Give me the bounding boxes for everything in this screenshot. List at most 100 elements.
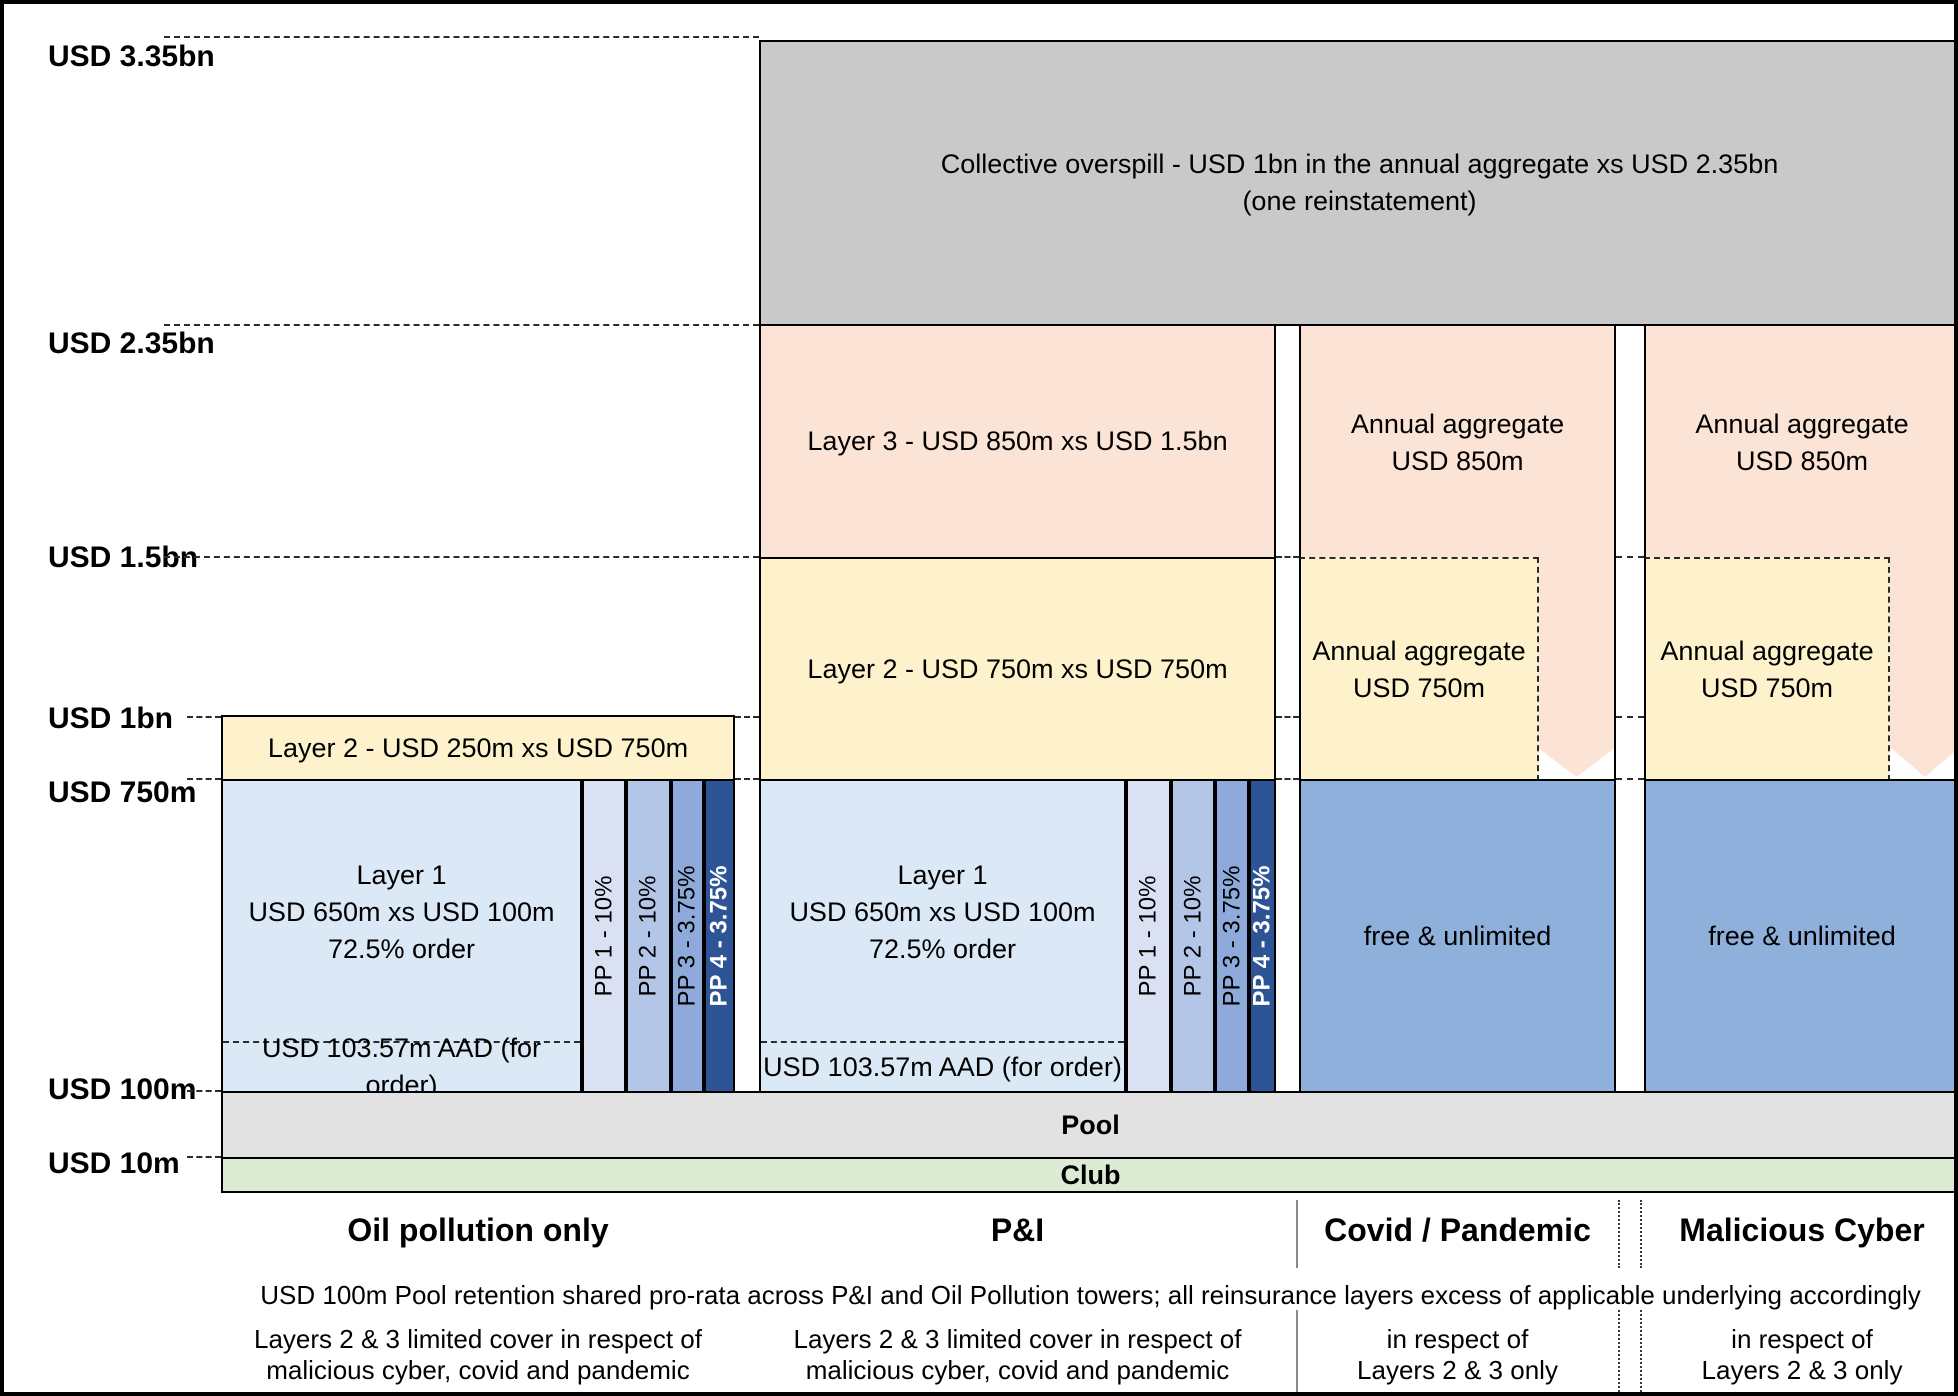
cyber-agg850-box: Annual aggregate USD 850m: [1644, 324, 1954, 559]
gridline-10m-tick: [187, 1156, 221, 1158]
overspill-text-line1: Collective overspill - USD 1bn in the an…: [940, 149, 1779, 179]
gridline-1bn-tick: [1616, 716, 1644, 718]
pool-label: Pool: [1061, 1109, 1120, 1140]
pni-layer1-box: Layer 1 USD 650m xs USD 100m 72.5% order…: [759, 779, 1126, 1093]
covid-footnote-line2: Layers 2 & 3 only: [1357, 1355, 1558, 1385]
oil-aad-label: USD 103.57m AAD (for order): [261, 1033, 542, 1100]
pni-layer1-line2: USD 650m xs USD 100m: [789, 896, 1096, 927]
pni-layer3-box: Layer 3 - USD 850m xs USD 1.5bn: [759, 324, 1276, 559]
cyber-agg850-line2: USD 850m: [1735, 445, 1869, 476]
pni-aad-label: USD 103.57m AAD (for order): [763, 1051, 1122, 1082]
cyber-free-unlimited-label: free & unlimited: [1708, 920, 1896, 951]
covid-column-title: Covid / Pandemic: [1324, 1212, 1591, 1248]
gridline-100m-tick: [187, 1090, 221, 1092]
gridline-3.35bn: [164, 36, 759, 38]
axis-label-usd-2.35bn: USD 2.35bn: [48, 327, 215, 360]
axis-label-usd-10m: USD 10m: [48, 1147, 180, 1180]
cyber-agg750-line1: Annual aggregate: [1660, 636, 1874, 666]
footer-separator-covid-cyber-left: [1618, 1310, 1620, 1392]
gridline-1bn-tick: [735, 716, 759, 718]
covid-free-unlimited-box: free & unlimited: [1299, 779, 1616, 1093]
gridline-1.5bn-tick: [1616, 556, 1644, 558]
footer-separator-pni-covid: [1296, 1200, 1298, 1268]
gridline-1.5bn: [164, 556, 759, 558]
covid-agg850-line2: USD 850m: [1391, 445, 1524, 476]
pool-band: Pool: [221, 1091, 1954, 1159]
covid-free-unlimited-label: free & unlimited: [1363, 920, 1552, 951]
covid-agg750-line2: USD 750m: [1352, 673, 1486, 703]
pni-layer3-label: Layer 3 - USD 850m xs USD 1.5bn: [807, 426, 1228, 456]
oil-column-title: Oil pollution only: [347, 1212, 609, 1248]
pni-layer2-box: Layer 2 - USD 750m xs USD 750m: [759, 557, 1276, 781]
oil-pp4-strip: PP 4 - 3.75%: [704, 779, 735, 1093]
pni-aad-box: USD 103.57m AAD (for order): [761, 1041, 1124, 1091]
gridline-750m-tick: [1616, 778, 1644, 780]
footer-separator-pni-covid: [1296, 1310, 1298, 1392]
cyber-footnote-line1: in respect of: [1731, 1324, 1873, 1354]
club-band: Club: [221, 1157, 1954, 1193]
axis-label-usd-1bn: USD 1bn: [48, 702, 174, 735]
pni-footnote-line1: Layers 2 & 3 limited cover in respect of: [793, 1324, 1242, 1354]
footer-separator-covid-cyber-right: [1640, 1310, 1642, 1392]
gridline-1.5bn-tick: [1276, 556, 1299, 558]
cyber-agg750-box: Annual aggregate USD 750m: [1644, 557, 1890, 781]
axis-label-usd-100m: USD 100m: [48, 1073, 197, 1106]
covid-agg750-box: Annual aggregate USD 750m: [1299, 557, 1539, 781]
covid-agg750-line1: Annual aggregate: [1312, 636, 1526, 666]
club-label: Club: [1060, 1159, 1121, 1190]
pni-footnote-line2: malicious cyber, covid and pandemic: [805, 1355, 1230, 1385]
gridline-2.35bn: [164, 324, 759, 326]
cyber-free-unlimited-box: free & unlimited: [1644, 779, 1954, 1093]
oil-layer1-box: Layer 1 USD 650m xs USD 100m 72.5% order…: [221, 779, 582, 1100]
pni-layer1-line3: 72.5% order: [868, 933, 1017, 964]
cyber-agg750-line2: USD 750m: [1700, 673, 1834, 703]
overspill-text-line2: (one reinstatement): [1242, 186, 1477, 216]
axis-label-usd-1.5bn: USD 1.5bn: [48, 541, 199, 574]
pni-pp2-label: PP 2 - 10%: [1179, 875, 1206, 997]
oil-layer1-line1: Layer 1: [356, 859, 447, 890]
oil-pp1-strip: PP 1 - 10%: [582, 779, 626, 1093]
oil-footnote: Layers 2 & 3 limited cover in respect of…: [221, 1324, 735, 1386]
pni-pp4-label: PP 4 - 3.75%: [1248, 865, 1276, 1007]
oil-layer2-box: Layer 2 - USD 250m xs USD 750m: [221, 715, 735, 781]
covid-arrow-shaft: [1537, 557, 1616, 749]
footer-separator-covid-cyber-right: [1640, 1200, 1642, 1268]
cyber-column-title: Malicious Cyber: [1679, 1212, 1925, 1248]
oil-pp1-label: PP 1 - 10%: [590, 875, 617, 997]
oil-layer2-label: Layer 2 - USD 250m xs USD 750m: [267, 732, 689, 763]
pni-pp2-strip: PP 2 - 10%: [1171, 779, 1215, 1093]
oil-layer1-line2: USD 650m xs USD 100m: [248, 896, 555, 927]
oil-footnote-line1: Layers 2 & 3 limited cover in respect of: [254, 1324, 702, 1354]
shared-footnote: USD 100m Pool retention shared pro-rata …: [260, 1280, 1921, 1310]
axis-label-usd-750m: USD 750m: [48, 776, 197, 809]
cyber-agg850-line1: Annual aggregate: [1695, 408, 1909, 439]
covid-footnote-line1: in respect of: [1386, 1324, 1529, 1354]
covid-arrow-head: [1537, 747, 1616, 777]
covid-column-right-border: [1614, 557, 1616, 781]
oil-footnote-line2: malicious cyber, covid and pandemic: [266, 1355, 690, 1385]
oil-pp2-label: PP 2 - 10%: [634, 875, 662, 997]
cyber-arrow-head: [1890, 747, 1954, 777]
pni-column-title: P&I: [990, 1212, 1045, 1248]
cyber-footnote-line2: Layers 2 & 3 only: [1701, 1355, 1903, 1385]
oil-aad-box: USD 103.57m AAD (for order): [223, 1033, 580, 1100]
gridline-1bn-tick: [1276, 716, 1299, 718]
pni-footnote: Layers 2 & 3 limited cover in respect of…: [759, 1324, 1276, 1386]
footer-separator-covid-cyber-left: [1618, 1200, 1620, 1268]
oil-layer1-line3: 72.5% order: [327, 933, 476, 964]
collective-overspill-box: Collective overspill - USD 1bn in the an…: [759, 40, 1954, 326]
axis-label-usd-3.35bn: USD 3.35bn: [48, 40, 215, 73]
cyber-footnote: in respect of Layers 2 & 3 only: [1644, 1324, 1954, 1386]
oil-pp2-strip: PP 2 - 10%: [626, 779, 671, 1093]
pni-pp3-strip: PP 3 - 3.75%: [1215, 779, 1249, 1093]
oil-pp3-strip: PP 3 - 3.75%: [671, 779, 704, 1093]
oil-pp4-label: PP 4 - 3.75%: [705, 865, 733, 1007]
pni-layer2-label: Layer 2 - USD 750m xs USD 750m: [807, 653, 1228, 684]
gridline-1bn-tick: [187, 716, 221, 718]
pni-pp1-strip: PP 1 - 10%: [1126, 779, 1171, 1093]
gridline-750m-tick: [187, 778, 221, 780]
cyber-arrow-shaft: [1890, 557, 1954, 749]
pni-layer1-line1: Layer 1: [897, 859, 988, 890]
covid-agg850-line1: Annual aggregate: [1350, 408, 1565, 439]
